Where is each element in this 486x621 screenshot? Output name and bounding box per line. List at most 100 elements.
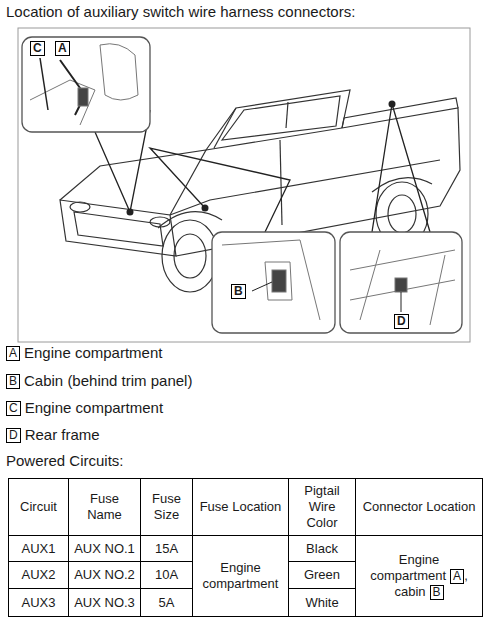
table-cell: Black <box>289 536 356 562</box>
connector <box>395 278 407 292</box>
leader-line <box>150 148 290 232</box>
table-cell: Pigtail Wire Color <box>289 479 356 536</box>
cell-text: Connector Location <box>363 499 476 514</box>
callout-letter: C <box>30 41 45 56</box>
bracket <box>265 262 292 300</box>
cell-text: Green <box>304 567 340 582</box>
table-cell: Engine compartment <box>193 536 289 617</box>
leader-line <box>401 292 402 312</box>
trim-panel <box>222 240 320 320</box>
table-row: AUX1AUX NO.115AEngine compartmentBlackEn… <box>9 536 483 562</box>
cell-text: Circuit <box>20 499 57 514</box>
front-rim <box>174 234 206 278</box>
key-row: D Rear frame <box>6 425 100 445</box>
cell-text: 5A <box>159 595 175 610</box>
callout-letter: A <box>450 569 464 584</box>
callout-letter: D <box>6 428 21 443</box>
wire-harness <box>40 58 48 110</box>
leader-line <box>252 282 272 291</box>
rear-rim <box>388 195 416 233</box>
table-cell: Green <box>289 562 356 589</box>
key-row: C Engine compartment <box>6 398 163 418</box>
rear-fender <box>372 178 432 192</box>
cell-text: Black <box>306 541 338 556</box>
key-row: A Engine compartment <box>6 343 162 363</box>
headlamp <box>150 217 170 227</box>
connector <box>78 88 88 106</box>
cell-text: Pigtail Wire Color <box>304 483 339 530</box>
cell-text: White <box>305 595 338 610</box>
table-cell: Fuse Location <box>193 479 289 536</box>
hood <box>60 150 206 215</box>
table-cell: AUX1 <box>9 536 69 562</box>
table-cell: 5A <box>141 589 193 617</box>
front-wheel <box>162 220 218 292</box>
callout-letter: A <box>55 41 70 56</box>
connector <box>272 270 286 292</box>
cell-text: AUX2 <box>22 567 56 582</box>
cell-text: AUX3 <box>22 595 56 610</box>
key-text: Rear frame <box>25 426 100 443</box>
cell-text: 15A <box>155 541 178 556</box>
detail-inset <box>22 37 150 132</box>
leader-line <box>372 104 430 232</box>
table-cell: Fuse Size <box>141 479 193 536</box>
inset-sketch <box>30 44 138 125</box>
cell-text: AUX1 <box>22 541 56 556</box>
table-cell: 10A <box>141 562 193 589</box>
cell-text: Fuse Size <box>152 491 181 522</box>
table-cell: Circuit <box>9 479 69 536</box>
cell-text: Engine compartment <box>370 552 446 583</box>
key-text: Engine compartment <box>25 399 163 416</box>
grille <box>74 212 163 246</box>
section-heading: Powered Circuits: <box>6 452 124 469</box>
detail-inset <box>212 232 335 333</box>
table-cell: AUX NO.1 <box>69 536 141 562</box>
cell-text: AUX NO.3 <box>74 595 135 610</box>
engine-part <box>30 80 95 125</box>
b-pillar <box>286 102 288 128</box>
cell-text: AUX NO.2 <box>74 567 135 582</box>
callout-letter: B <box>430 585 444 600</box>
table-cell: 15A <box>141 536 193 562</box>
table-cell: White <box>289 589 356 617</box>
circuit-table: Circuit Fuse Name Fuse Size Fuse Location Pi… <box>8 478 483 617</box>
callout-letter: A <box>6 346 20 361</box>
cabin-roof <box>206 90 350 150</box>
cell-text: Engine compartment <box>203 560 279 591</box>
figure-title: Location of auxiliary switch wire harnes… <box>6 3 355 20</box>
frame-rail <box>350 250 455 300</box>
cell-text: 10A <box>155 567 178 582</box>
table-cell: AUX NO.2 <box>69 562 141 589</box>
cell-text: AUX NO.1 <box>74 541 135 556</box>
table-cell: Connector Location <box>356 479 483 536</box>
callout-letter: D <box>394 314 409 329</box>
body-crease <box>170 160 440 215</box>
key-text: Cabin (behind trim panel) <box>24 372 192 389</box>
cell-text: Fuse Name <box>87 491 122 522</box>
table-cell: AUX2 <box>9 562 69 589</box>
reservoir <box>100 44 138 100</box>
door-line <box>280 140 282 225</box>
a-pillar <box>214 108 236 148</box>
headlamp <box>70 202 90 212</box>
detail-inset <box>340 232 462 333</box>
side-window <box>222 96 340 140</box>
key-text: Engine compartment <box>24 344 162 361</box>
table-cell: Fuse Name <box>69 479 141 536</box>
callout-letter: B <box>6 374 20 389</box>
bed-rail <box>342 98 458 128</box>
callout-letter: B <box>231 284 246 299</box>
table-cell: AUX NO.3 <box>69 589 141 617</box>
callout-letter: C <box>6 401 21 416</box>
section-heading-text: Powered Circuits: <box>6 452 124 469</box>
inset-sketch <box>222 240 320 320</box>
key-row: B Cabin (behind trim panel) <box>6 371 192 391</box>
figure-frame <box>18 28 470 342</box>
header-row: Circuit Fuse Name Fuse Size Fuse Location Pi… <box>9 479 483 536</box>
table-body: Circuit Fuse Name Fuse Size Fuse Location Pi… <box>9 479 483 617</box>
table-cell: Engine compartmentA, cabinB <box>356 536 483 617</box>
cell-text: Fuse Location <box>200 499 282 514</box>
